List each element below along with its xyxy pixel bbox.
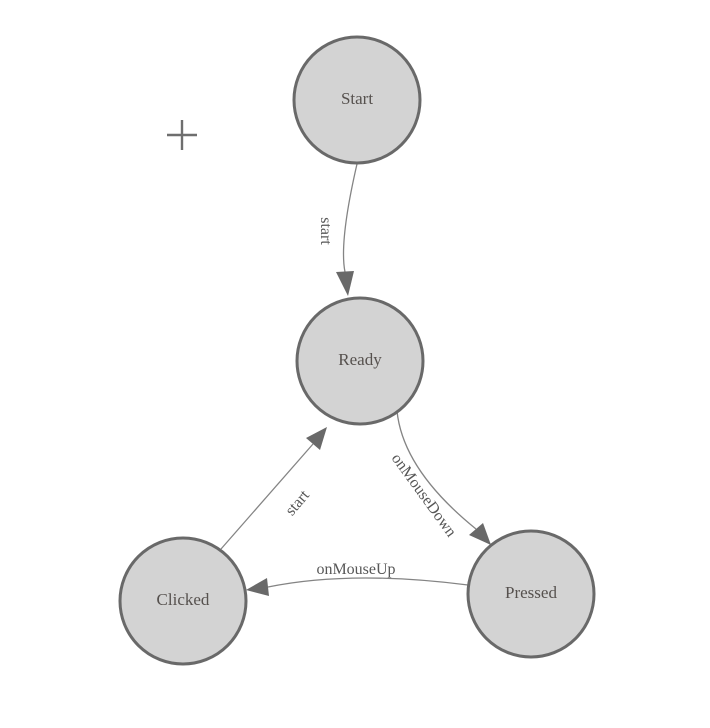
arrowhead-icon: [246, 578, 269, 596]
state-node-pressed[interactable]: Pressed: [466, 529, 596, 659]
state-label: Pressed: [505, 583, 557, 602]
transition-label-start: start: [282, 487, 313, 519]
state-circle[interactable]: [118, 536, 248, 666]
state-node-start[interactable]: Start: [292, 35, 422, 165]
arrowhead-icon: [336, 271, 354, 296]
crosshair-icon: [167, 120, 197, 150]
state-label: Start: [341, 89, 373, 108]
state-node-clicked[interactable]: Clicked: [118, 536, 248, 666]
transition-start-to-ready: start: [317, 163, 358, 296]
transition-line[interactable]: [342, 163, 358, 273]
state-circle[interactable]: [466, 529, 596, 659]
transition-line[interactable]: [267, 577, 469, 588]
transition-label-start: start: [317, 217, 334, 245]
transition-clicked-to-ready: start: [220, 427, 327, 550]
transition-line[interactable]: [220, 443, 314, 550]
state-circle[interactable]: [295, 296, 425, 426]
state-label: Clicked: [157, 590, 210, 609]
state-label: Ready: [338, 350, 382, 369]
transition-label-onmousedown: onMouseDown: [388, 450, 460, 540]
transition-line[interactable]: [396, 410, 477, 530]
transition-ready-to-pressed: onMouseDown: [388, 410, 491, 545]
state-circle[interactable]: [292, 35, 422, 165]
transition-label-onmouseup: onMouseUp: [316, 561, 395, 578]
arrowhead-icon: [306, 427, 327, 450]
transition-pressed-to-clicked: onMouseUp: [246, 561, 469, 596]
state-node-ready[interactable]: Ready: [295, 296, 425, 426]
arrowhead-icon: [469, 523, 491, 545]
